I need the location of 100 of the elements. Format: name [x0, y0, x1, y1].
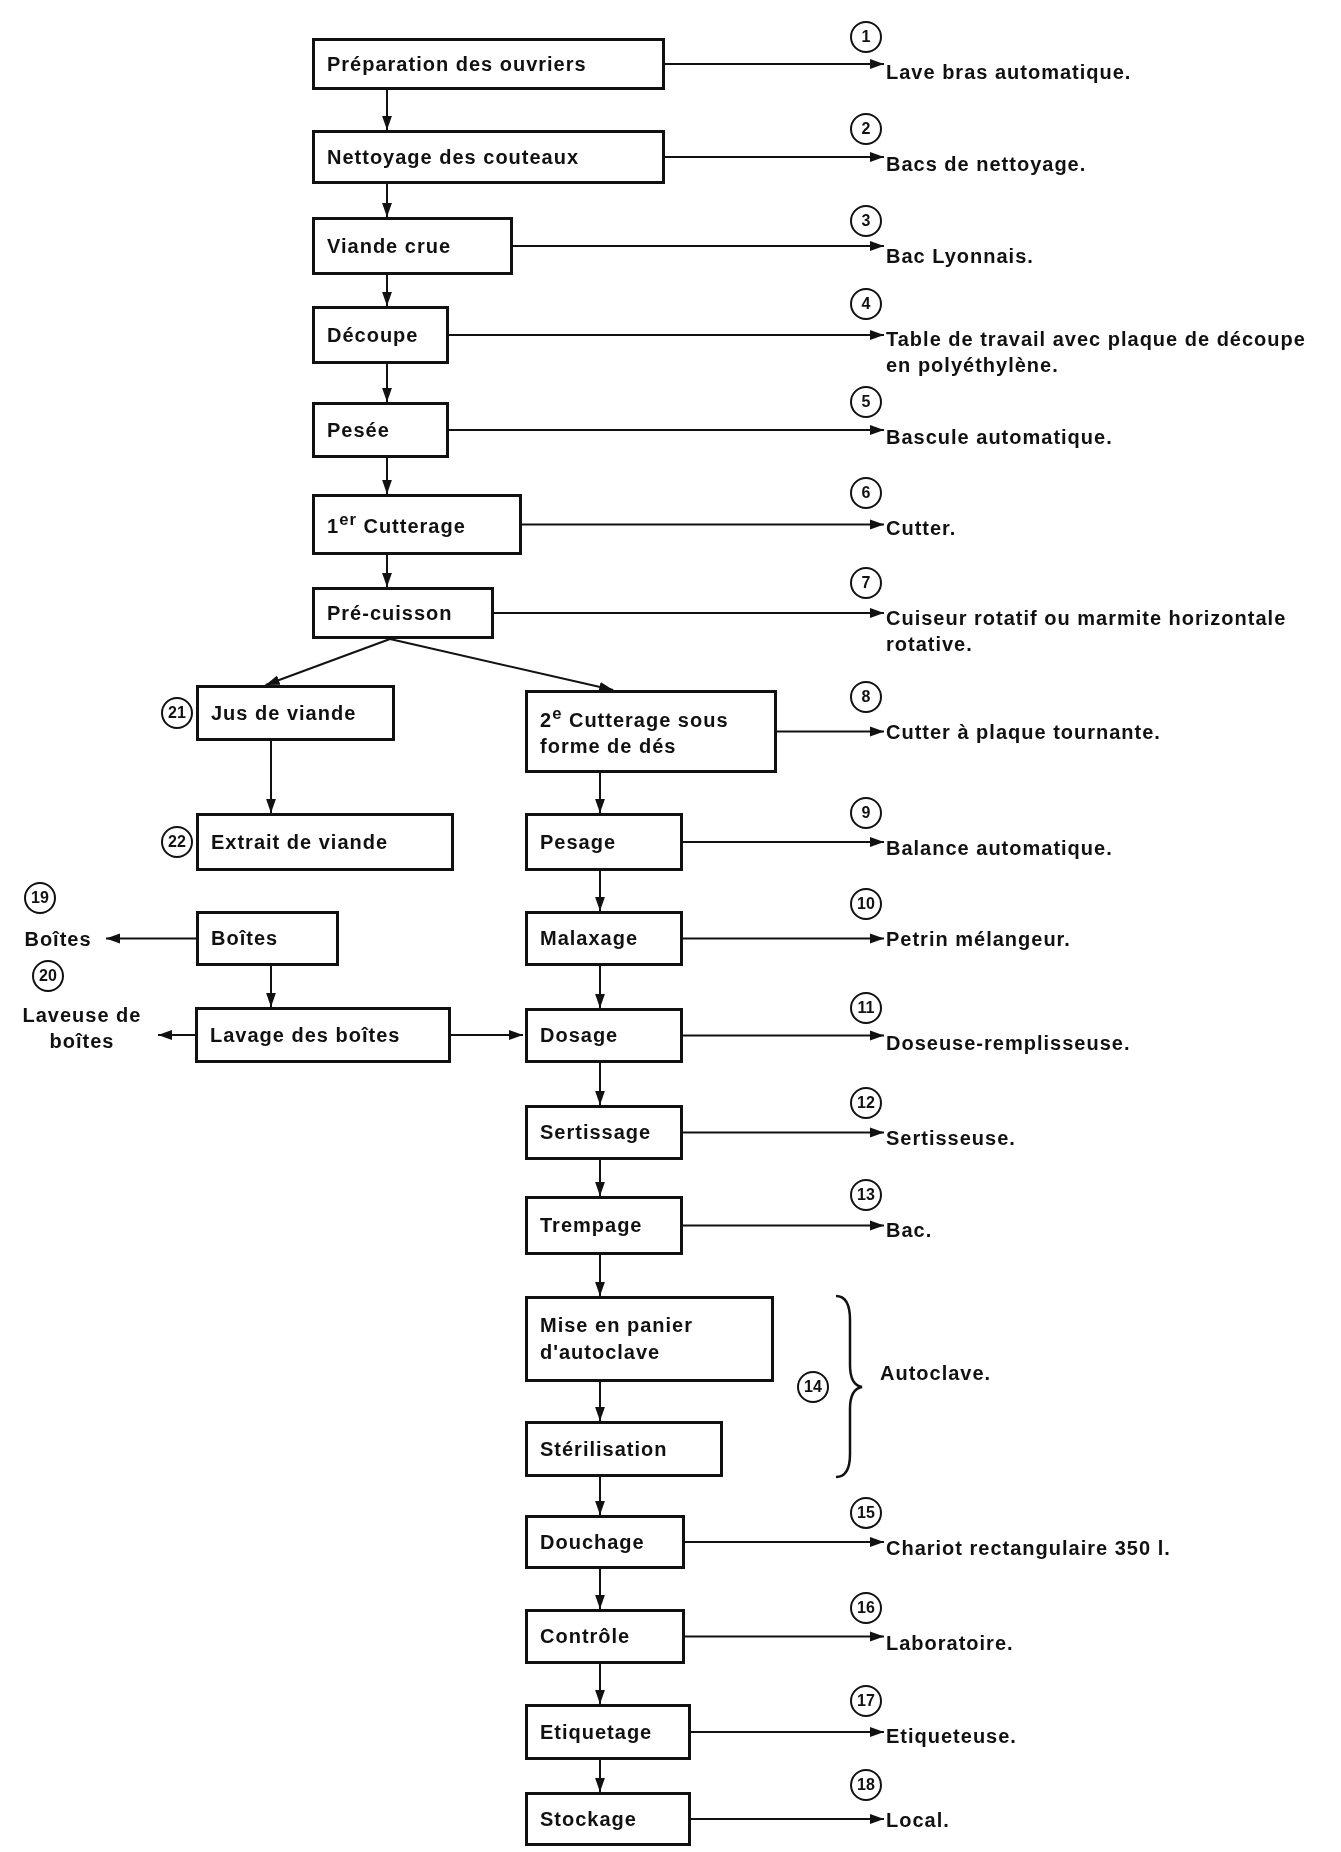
callout-number: 20	[32, 960, 64, 992]
arrow	[776, 726, 885, 737]
callout-number: 10	[850, 888, 882, 920]
callout-number: 5	[850, 386, 882, 418]
step-label: Etiquetage	[540, 1719, 653, 1745]
process-box	[525, 1105, 683, 1160]
step-label: 1$^{er}$ Cutterage	[327, 509, 466, 539]
arrow	[448, 330, 885, 340]
arrow	[382, 183, 392, 218]
callout-number: 8	[850, 681, 882, 713]
equipment-label: Bascule automatique.	[886, 424, 1326, 450]
arrow	[382, 554, 392, 588]
arrow	[266, 965, 276, 1008]
process-box	[525, 1609, 685, 1664]
step-label: 2$^{e}$ Cutterage sous forme de dés	[540, 702, 730, 760]
equipment-label: Etiqueteuse.	[886, 1723, 1326, 1749]
process-box	[525, 813, 683, 871]
callout-number: 4	[850, 288, 882, 320]
step-label: Malaxage	[540, 926, 639, 951]
process-box	[525, 911, 683, 966]
step-label: Pesage	[540, 829, 617, 855]
arrow	[682, 1030, 885, 1041]
arrow	[157, 1030, 196, 1040]
process-box	[312, 306, 449, 364]
arrow	[682, 933, 885, 944]
equipment-label: Sertisseuse.	[886, 1125, 1326, 1151]
equipment-label: Balance automatique.	[886, 835, 1326, 861]
arrow	[595, 1381, 605, 1422]
callout-number: 14	[797, 1371, 829, 1403]
arrow	[105, 933, 197, 944]
process-box	[525, 1421, 723, 1477]
step-label: Nettoyage des couteaux	[327, 144, 580, 170]
arrow	[682, 1220, 885, 1231]
callout-number: 3	[850, 205, 882, 237]
arrow	[595, 1568, 605, 1610]
step-label: Jus de viande	[211, 700, 357, 726]
step-label: Extrait de viande	[211, 829, 389, 855]
step-label: Boîtes	[211, 926, 279, 951]
arrow	[595, 772, 605, 814]
equipment-label: Autoclave.	[880, 1362, 992, 1385]
arrow	[595, 1159, 605, 1197]
arrow	[684, 1631, 885, 1642]
equipment-label: Bac.	[886, 1217, 1326, 1243]
callout-number: 12	[850, 1087, 882, 1119]
arrow	[512, 241, 885, 251]
step-label: Mise en panier d'autoclave	[540, 1313, 694, 1365]
arrow	[595, 1663, 605, 1705]
callout-number: 6	[850, 477, 882, 509]
equipment-label: Doseuse-remplisseuse.	[886, 1030, 1326, 1056]
callout-number: 2	[850, 113, 882, 145]
process-box	[525, 1196, 683, 1255]
callout-number: 17	[850, 1685, 882, 1717]
process-box	[312, 402, 449, 458]
callout-number: 11	[850, 992, 882, 1024]
arrow	[382, 274, 392, 307]
equipment-label: Laveuse de boîtes	[8, 1002, 156, 1054]
step-label: Douchage	[540, 1529, 645, 1555]
step-label: Stockage	[540, 1806, 637, 1832]
arrow	[382, 89, 392, 131]
arrow	[664, 152, 885, 162]
step-label: Stérilisation	[540, 1436, 668, 1462]
arrow	[664, 59, 885, 69]
process-box	[196, 911, 339, 966]
equipment-label: Bac Lyonnais.	[886, 243, 1326, 269]
process-box	[312, 494, 522, 555]
arrow	[266, 740, 276, 814]
process-box	[525, 1704, 691, 1760]
step-label: Trempage	[540, 1213, 643, 1238]
process-box	[525, 1792, 691, 1846]
process-box	[525, 1296, 774, 1382]
callout-number: 1	[850, 21, 882, 53]
equipment-label: Bacs de nettoyage.	[886, 151, 1326, 177]
arrow	[521, 519, 885, 530]
arrow	[382, 457, 392, 495]
step-label: Pesée	[327, 417, 390, 443]
arrow	[690, 1814, 885, 1824]
arrow	[448, 425, 885, 435]
process-box	[312, 38, 665, 90]
arrow	[682, 837, 885, 847]
process-box	[525, 1008, 683, 1063]
equipment-label: Chariot rectangulaire 350 l.	[886, 1535, 1326, 1561]
process-box	[312, 130, 665, 184]
equipment-label: Cutter à plaque tournante.	[886, 719, 1326, 745]
callout-number: 13	[850, 1179, 882, 1211]
arrow	[682, 1127, 885, 1138]
arrow	[595, 1476, 605, 1516]
equipment-label: Boîtes	[12, 926, 104, 952]
step-label: Découpe	[327, 322, 419, 348]
callout-number: 21	[161, 697, 193, 729]
arrow	[389, 638, 615, 692]
arrow	[382, 363, 392, 403]
equipment-label: Table de travail avec plaque de découpe en polyéthylène.	[886, 326, 1306, 378]
process-box	[525, 1515, 685, 1569]
step-label: Contrôle	[540, 1624, 631, 1649]
callout-number: 22	[161, 826, 193, 858]
arrow	[450, 1030, 524, 1040]
callout-number: 7	[850, 567, 882, 599]
step-label: Préparation des ouvriers	[327, 51, 587, 77]
arrow	[264, 638, 391, 686]
step-label: Viande crue	[327, 233, 452, 259]
